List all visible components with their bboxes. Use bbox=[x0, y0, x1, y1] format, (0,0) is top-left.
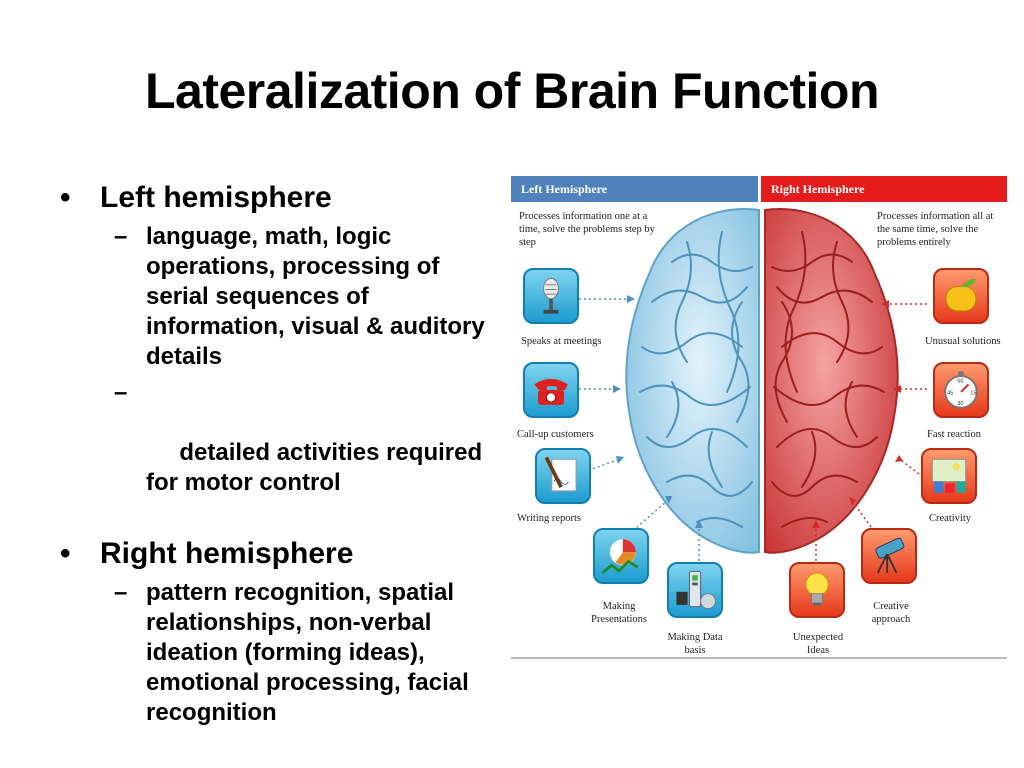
figure-divider bbox=[511, 657, 1007, 659]
arrow-connectors bbox=[578, 295, 927, 566]
sub-bullet: – detailed activities required for motor… bbox=[56, 378, 496, 528]
item-caption: Writing reports bbox=[517, 513, 582, 524]
sub-bullet-text: pattern recognition, spatial relationshi… bbox=[146, 579, 469, 726]
item-caption: Speaks at meetings bbox=[521, 336, 602, 347]
dash-icon: – bbox=[114, 379, 128, 406]
bullet-label: Right hemisphere bbox=[100, 537, 354, 570]
clock-number: 45 bbox=[947, 391, 953, 397]
item-caption: Creative approach bbox=[871, 601, 911, 625]
clock-number: 60 bbox=[957, 379, 963, 385]
microphone-icon bbox=[523, 268, 579, 324]
left-hemisphere-description: Processes information one at a time, sol… bbox=[519, 211, 655, 248]
item-caption: Call-up customers bbox=[517, 429, 594, 440]
brain-infographic: Left Hemisphere Right Hemisphere Process… bbox=[509, 176, 1009, 661]
telescope-icon bbox=[861, 528, 917, 584]
bullet-dot-icon: • bbox=[60, 537, 71, 570]
brain-icon bbox=[625, 208, 899, 554]
item-caption: Making Data basis bbox=[667, 632, 723, 656]
pie-chart-icon bbox=[593, 528, 649, 584]
left-hemisphere-header: Left Hemisphere bbox=[511, 176, 758, 202]
palette-icon bbox=[921, 448, 977, 504]
stopwatch-icon: 60 15 45 30 bbox=[933, 362, 989, 418]
bullet-left-hemisphere: • Left hemisphere bbox=[56, 180, 496, 216]
data-device-icon bbox=[667, 562, 723, 618]
bullet-list: • Left hemisphere – language, math, logi… bbox=[56, 180, 496, 728]
item-caption: Unusual solutions bbox=[925, 336, 1001, 347]
sub-bullet: – pattern recognition, spatial relations… bbox=[56, 578, 496, 728]
right-hemisphere-header: Right Hemisphere bbox=[761, 176, 1007, 202]
item-caption-text: Making Presentations bbox=[591, 601, 647, 625]
item-caption: Creativity bbox=[929, 513, 971, 524]
bullet-right-hemisphere: • Right hemisphere bbox=[56, 536, 496, 572]
telephone-icon bbox=[523, 362, 579, 418]
dash-icon: – bbox=[114, 579, 128, 606]
slide-title: Lateralization of Brain Function bbox=[144, 63, 880, 119]
right-hemisphere-description: Processes information all at the same ti… bbox=[877, 211, 994, 248]
sub-bullet-text: language, math, logic operations, proces… bbox=[146, 223, 485, 370]
clock-number: 15 bbox=[970, 391, 976, 397]
item-caption: Unexpected Ideas bbox=[792, 632, 844, 656]
pen-document-icon bbox=[535, 448, 591, 504]
item-caption: Fast reaction bbox=[927, 429, 981, 440]
dash-icon: – bbox=[114, 223, 128, 250]
bullet-label: Left hemisphere bbox=[100, 181, 332, 214]
item-caption: Making Presentations bbox=[581, 600, 657, 626]
bullet-dot-icon: • bbox=[60, 181, 71, 214]
lightbulb-icon bbox=[789, 562, 845, 618]
sub-bullet: – language, math, logic operations, proc… bbox=[56, 222, 496, 372]
fruit-icon bbox=[933, 268, 989, 324]
sub-bullet-text: detailed activities required for motor c… bbox=[146, 439, 489, 496]
clock-number: 30 bbox=[957, 401, 963, 407]
